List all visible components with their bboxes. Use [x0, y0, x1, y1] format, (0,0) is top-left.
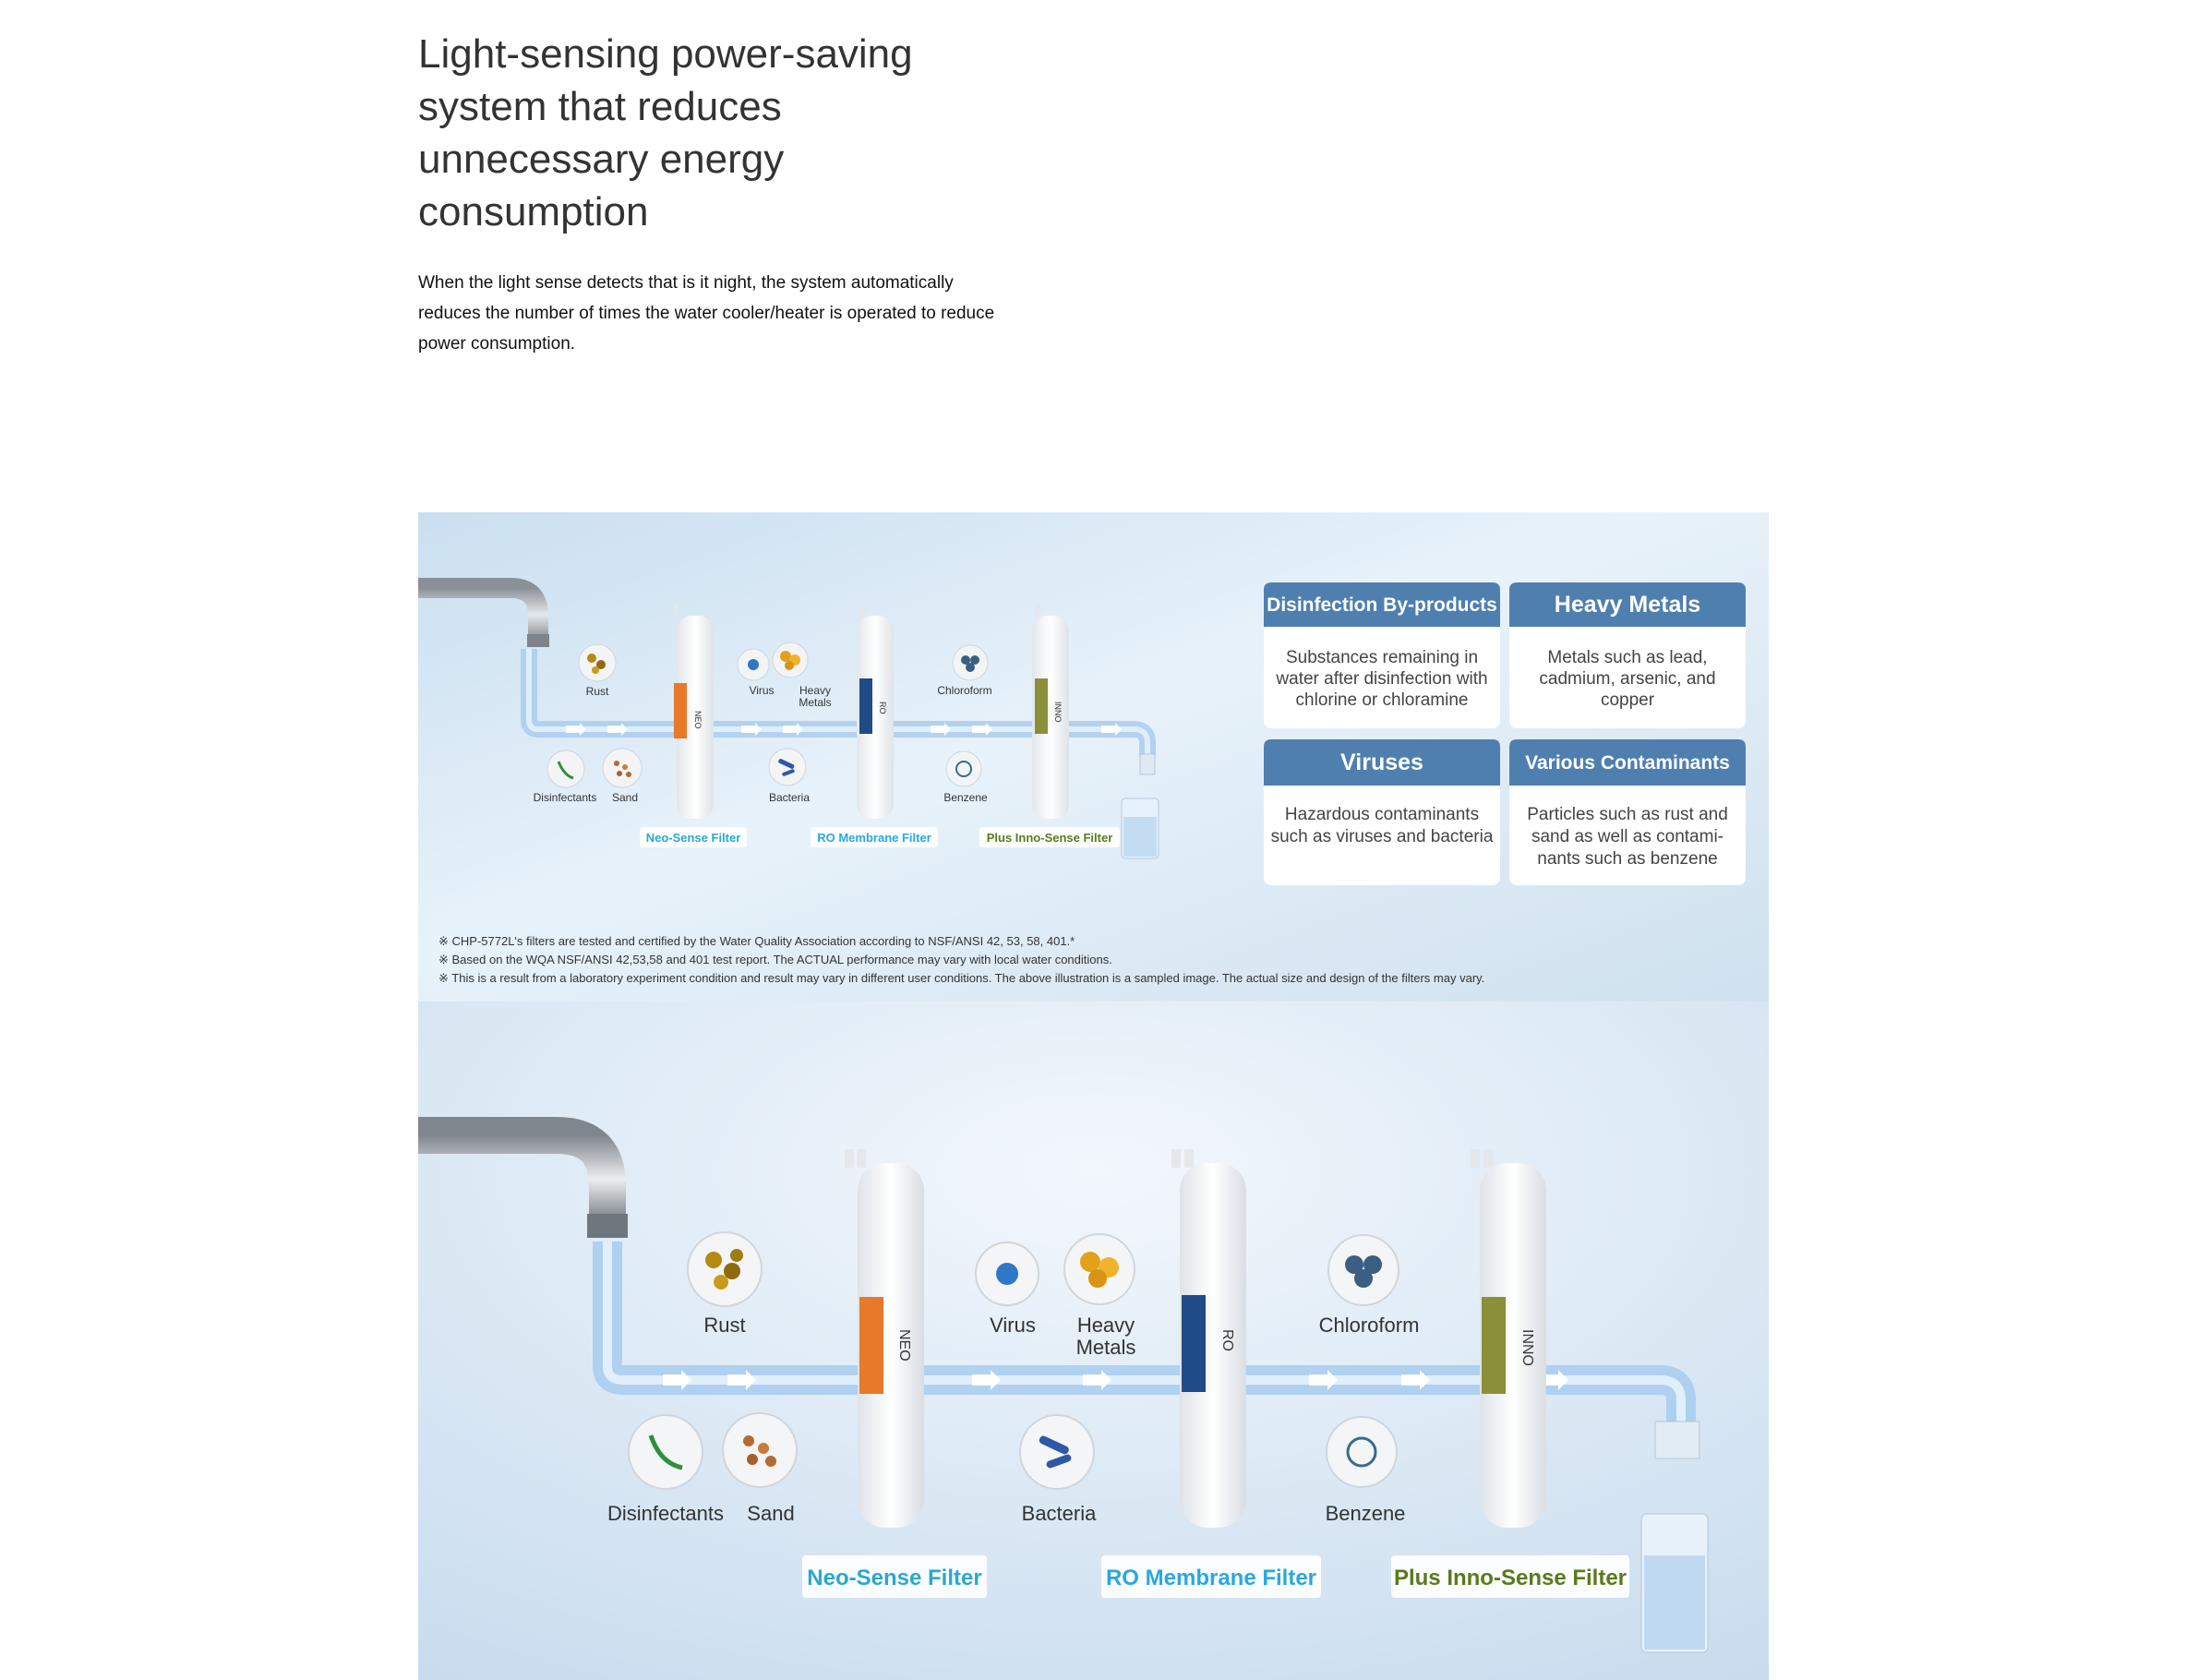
info-card-viruses: Viruses Hazardous contaminants such as v… [1264, 739, 1500, 885]
virus-label: Virus [990, 1314, 1036, 1337]
heavy-metals-label-line1: Heavy [799, 684, 831, 697]
filter-diagram-panel: NEO RO INNO Rust [418, 512, 1769, 1002]
footnote: ※ Based on the WQA NSF/ANSI 42,53,58 and… [438, 953, 1112, 966]
sand-icon [602, 748, 643, 788]
chloroform-label: Chloroform [1319, 1314, 1420, 1337]
neo-filter-tag: NEO [693, 711, 703, 729]
card-line: nants such as benzene [1537, 849, 1717, 869]
benzene-icon [1326, 1416, 1398, 1488]
neo-sense-filter-cartridge: NEO [673, 605, 714, 819]
ro-filter-label: RO Membrane Filter [1106, 1566, 1316, 1590]
card-title: Heavy Metals [1555, 592, 1700, 618]
ro-filter-tag: RO [878, 702, 887, 714]
faucet-icon [418, 578, 549, 647]
card-line: water after disinfection with [1275, 669, 1487, 689]
water-pipe [521, 649, 1156, 757]
benzene-label: Benzene [1326, 1502, 1406, 1525]
inno-sense-filter-cartridge: INNO [1471, 1149, 1546, 1528]
footnote: ※ CHP-5772L's filters are tested and cer… [438, 934, 1075, 948]
heavy-metals-label-line2: Metals [799, 696, 831, 709]
bacteria-icon [1019, 1414, 1095, 1490]
bacteria-label: Bacteria [769, 791, 810, 804]
benzene-label: Benzene [943, 791, 988, 804]
ro-filter-tag: RO [1219, 1329, 1235, 1351]
card-line: cadmium, arsenic, and [1539, 669, 1715, 689]
water-pipe [593, 1242, 1696, 1426]
disinfectants-label: Disinfectants [607, 1502, 724, 1525]
rust-label: Rust [703, 1314, 745, 1337]
benzene-icon [945, 750, 982, 787]
inno-filter-tag: INNO [1519, 1329, 1535, 1366]
inno-filter-label: Plus Inno-Sense Filter [1394, 1566, 1627, 1590]
card-line: sand as well as contami- [1531, 827, 1724, 846]
info-card-disinfection: Disinfection By-products Substances rema… [1264, 582, 1500, 728]
card-title: Viruses [1340, 750, 1423, 775]
neo-filter-tag: NEO [896, 1329, 912, 1362]
heavy-metals-label-line2: Metals [1076, 1336, 1136, 1359]
disinfectants-label: Disinfectants [534, 791, 597, 804]
neo-filter-label: Neo-Sense Filter [646, 831, 741, 845]
disinfectants-icon [628, 1414, 703, 1490]
disinfectants-icon [546, 750, 585, 788]
rust-label: Rust [586, 685, 609, 698]
card-line: such as viruses and bacteria [1271, 827, 1494, 846]
faucet-icon [418, 1117, 628, 1238]
card-line: Metals such as lead, [1547, 648, 1707, 667]
card-line: chlorine or chloramine [1296, 690, 1469, 710]
filter-diagram-enlarged: NEO RO INNO [418, 1002, 1769, 1680]
bacteria-icon [768, 748, 807, 786]
card-line: Hazardous contaminants [1285, 805, 1479, 824]
section-title: Light-sensing power-saving system that r… [418, 31, 913, 234]
section-description: When the light sense detects that is it … [418, 273, 995, 354]
water-glass-icon [1121, 753, 1159, 859]
ro-membrane-filter-cartridge: RO [857, 605, 894, 819]
footnote: ※ This is a result from a laboratory exp… [438, 971, 1484, 985]
info-card-various: Various Contaminants Particles such as r… [1509, 739, 1746, 885]
water-glass-icon [1640, 1421, 1709, 1653]
card-line: copper [1601, 690, 1655, 710]
ro-membrane-filter-cartridge: RO [1171, 1149, 1246, 1528]
heavy-metals-label-line1: Heavy [1077, 1314, 1135, 1337]
neo-sense-filter-cartridge: NEO [845, 1149, 924, 1528]
inno-sense-filter-cartridge: INNO [1032, 605, 1069, 819]
inno-filter-label: Plus Inno-Sense Filter [987, 831, 1113, 845]
card-line: Substances remaining in [1286, 648, 1478, 667]
card-title: Disinfection By-products [1267, 594, 1497, 616]
neo-filter-label: Neo-Sense Filter [807, 1566, 981, 1590]
inno-filter-tag: INNO [1053, 702, 1063, 723]
info-card-heavy-metals: Heavy Metals Metals such as lead, cadmiu… [1509, 582, 1746, 728]
card-line: Particles such as rust and [1527, 805, 1728, 824]
card-title: Various Contaminants [1525, 752, 1730, 774]
virus-label: Virus [749, 684, 774, 697]
ro-filter-label: RO Membrane Filter [817, 831, 931, 845]
chloroform-label: Chloroform [937, 684, 991, 697]
bacteria-label: Bacteria [1022, 1502, 1097, 1525]
sand-label: Sand [612, 791, 638, 804]
sand-label: Sand [747, 1502, 794, 1525]
